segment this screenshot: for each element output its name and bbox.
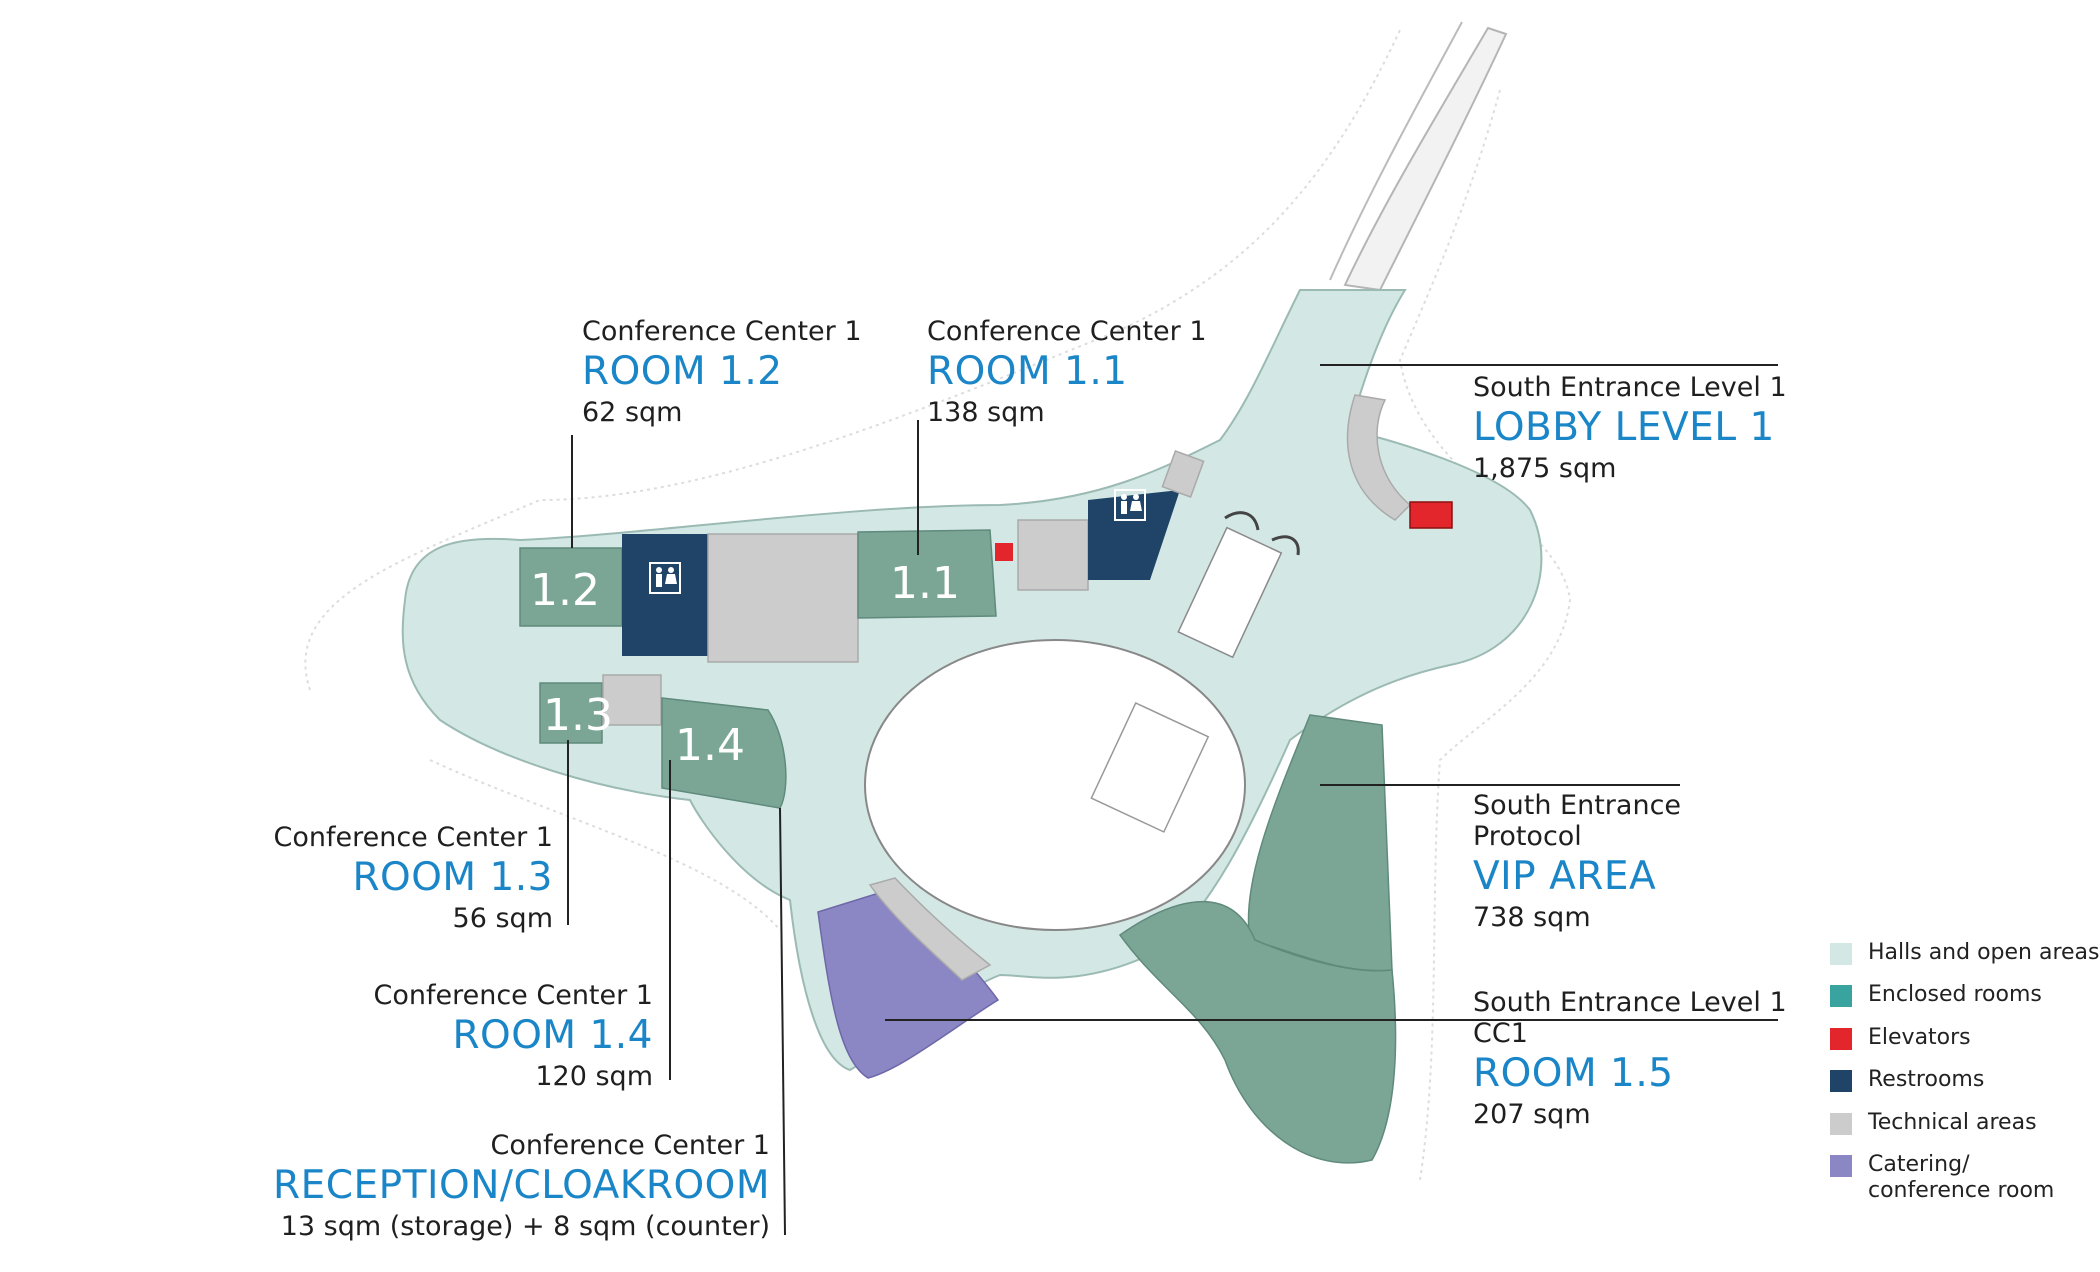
technical-1-3 bbox=[602, 674, 662, 726]
access-ramp-edge bbox=[1329, 21, 1463, 281]
escalator bbox=[1177, 526, 1283, 659]
label-room-1-5-sub1: South Entrance Level 1 bbox=[1473, 987, 1787, 1018]
room-number-1-4: 1.4 bbox=[675, 720, 745, 771]
label-room-1-1-sub: Conference Center 1 bbox=[927, 316, 1207, 347]
restroom-west bbox=[622, 534, 708, 656]
label-vip-title: VIP AREA bbox=[1473, 854, 1657, 900]
technical-center bbox=[1017, 519, 1089, 591]
legend: Halls and open areas Enclosed rooms Elev… bbox=[1830, 940, 2100, 1221]
label-room-1-5-area: 207 sqm bbox=[1473, 1098, 1591, 1130]
legend-item-halls: Halls and open areas bbox=[1830, 940, 2100, 966]
label-lobby-title: LOBBY LEVEL 1 bbox=[1473, 405, 1775, 451]
technical-catering bbox=[868, 877, 992, 981]
atrium bbox=[864, 639, 1246, 931]
label-room-1-1-title: ROOM 1.1 bbox=[927, 349, 1128, 395]
technical-lobby bbox=[1346, 394, 1412, 521]
label-room-1-3-sub: Conference Center 1 bbox=[273, 822, 553, 853]
legend-swatch-enclosed bbox=[1830, 985, 1852, 1008]
label-room-1-3-title: ROOM 1.3 bbox=[352, 855, 553, 901]
elevator-lobby bbox=[1409, 501, 1453, 529]
room-1-3-shape bbox=[539, 682, 603, 744]
room-1-1-shape bbox=[857, 529, 997, 619]
site-contour bbox=[304, 29, 1572, 1181]
label-vip-sub1: South Entrance bbox=[1473, 790, 1682, 821]
legend-item-restrooms: Restrooms bbox=[1830, 1067, 2100, 1093]
label-lobby-area: 1,875 sqm bbox=[1473, 452, 1617, 484]
label-room-1-2-sub: Conference Center 1 bbox=[582, 316, 862, 347]
restroom-east bbox=[1088, 490, 1180, 580]
label-lobby-sub: South Entrance Level 1 bbox=[1473, 372, 1787, 403]
label-reception-area: 13 sqm (storage) + 8 sqm (counter) bbox=[280, 1210, 770, 1242]
elevator-center bbox=[995, 543, 1013, 561]
legend-item-catering: Catering/ conference room bbox=[1830, 1152, 2100, 1205]
room-number-1-1: 1.1 bbox=[890, 558, 960, 609]
label-room-1-3-area: 56 sqm bbox=[452, 902, 553, 934]
atrium-structure bbox=[1090, 701, 1210, 833]
access-ramp bbox=[1343, 26, 1508, 292]
legend-item-technical: Technical areas bbox=[1830, 1110, 2100, 1136]
label-reception: Conference Center 1 RECEPTION/CLOAKROOM … bbox=[273, 1130, 770, 1242]
label-room-1-4-sub: Conference Center 1 bbox=[373, 980, 653, 1011]
room-1-4-shape bbox=[661, 697, 787, 809]
label-reception-title: RECEPTION/CLOAKROOM bbox=[273, 1163, 770, 1209]
label-reception-sub: Conference Center 1 bbox=[490, 1130, 770, 1161]
label-room-1-5-title: ROOM 1.5 bbox=[1473, 1051, 1674, 1097]
label-vip: South Entrance Protocol VIP AREA 738 sqm bbox=[1473, 790, 1681, 933]
label-vip-area: 738 sqm bbox=[1473, 901, 1591, 933]
technical-ne bbox=[1161, 450, 1205, 498]
label-room-1-5-sub2: CC1 bbox=[1473, 1018, 1528, 1050]
label-room-1-2-title: ROOM 1.2 bbox=[582, 349, 783, 395]
legend-label-elevators: Elevators bbox=[1868, 1024, 1971, 1050]
label-lobby: South Entrance Level 1 LOBBY LEVEL 1 1,8… bbox=[1473, 372, 1787, 484]
leader-lines bbox=[567, 364, 1778, 1236]
legend-swatch-restrooms bbox=[1830, 1070, 1852, 1093]
legend-label-restrooms: Restrooms bbox=[1868, 1067, 1985, 1093]
label-room-1-3: Conference Center 1 ROOM 1.3 56 sqm bbox=[273, 822, 553, 934]
legend-item-enclosed: Enclosed rooms bbox=[1830, 982, 2100, 1008]
legend-label-halls: Halls and open areas bbox=[1868, 940, 2100, 965]
label-room-1-1: Conference Center 1 ROOM 1.1 138 sqm bbox=[927, 316, 1207, 428]
legend-item-elevators: Elevators bbox=[1830, 1025, 2100, 1051]
room-number-1-3: 1.3 bbox=[543, 690, 613, 741]
escalator-arrow-right bbox=[1271, 535, 1300, 556]
room-number-1-2: 1.2 bbox=[530, 565, 600, 616]
label-room-1-4: Conference Center 1 ROOM 1.4 120 sqm bbox=[373, 980, 653, 1092]
legend-label-enclosed: Enclosed rooms bbox=[1868, 982, 2042, 1008]
escalator-arrow-left bbox=[1224, 511, 1260, 531]
leader-reception bbox=[779, 807, 786, 1236]
label-room-1-4-area: 120 sqm bbox=[535, 1060, 653, 1092]
legend-label-catering: Catering/ conference room bbox=[1868, 1151, 2055, 1204]
label-room-1-5: South Entrance Level 1 CC1 ROOM 1.5 207 … bbox=[1473, 987, 1787, 1130]
room-1-2-shape bbox=[519, 547, 623, 627]
legend-swatch-elevators bbox=[1830, 1027, 1852, 1050]
legend-swatch-halls bbox=[1830, 943, 1852, 965]
label-room-1-2: Conference Center 1 ROOM 1.2 62 sqm bbox=[582, 316, 862, 428]
label-room-1-2-area: 62 sqm bbox=[582, 396, 683, 428]
legend-label-technical: Technical areas bbox=[1868, 1109, 2037, 1135]
label-vip-sub2: Protocol bbox=[1473, 821, 1582, 853]
room-1-5-area bbox=[1118, 901, 1397, 1164]
legend-swatch-catering bbox=[1830, 1154, 1852, 1177]
legend-swatch-technical bbox=[1830, 1112, 1852, 1135]
restroom-icon bbox=[649, 562, 681, 594]
label-room-1-1-area: 138 sqm bbox=[927, 396, 1045, 428]
technical-west bbox=[707, 533, 859, 663]
restroom-icon bbox=[1114, 489, 1146, 521]
label-room-1-4-title: ROOM 1.4 bbox=[452, 1013, 653, 1059]
